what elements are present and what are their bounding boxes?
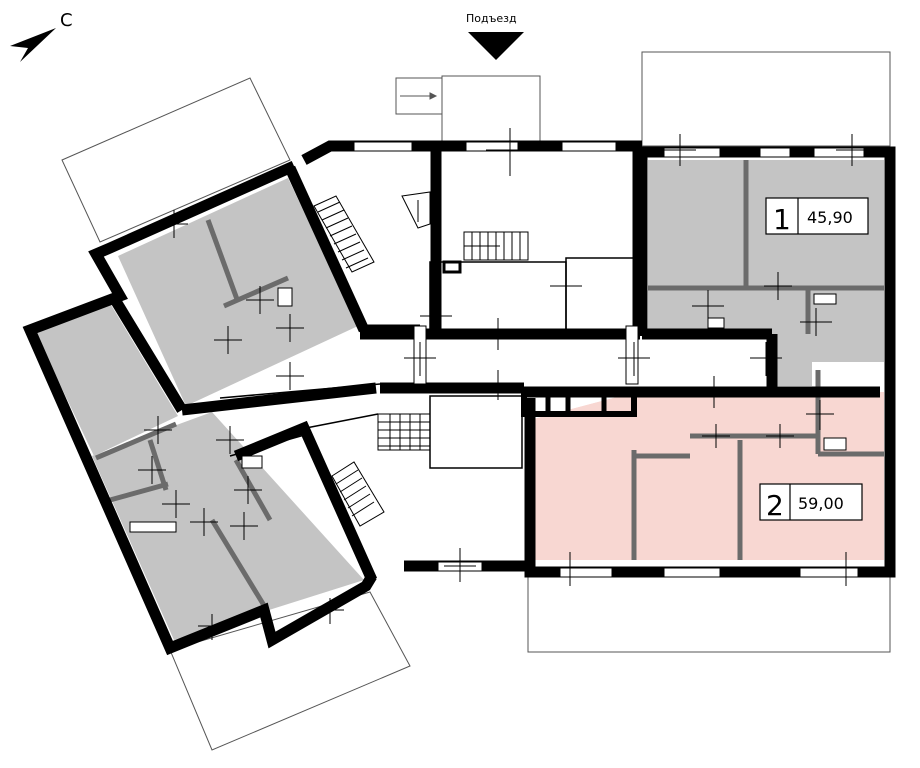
apartments-grey [36,160,884,640]
stair-lower [331,461,385,527]
compass-letter: С [60,10,73,31]
stair-core-upper [463,231,529,261]
stair-upper [313,195,375,273]
window [663,567,721,578]
window [625,325,639,385]
window [559,567,613,578]
apartment-1-label[interactable]: 1 45,90 [765,197,869,236]
entrance-label: Подъезд [466,12,517,25]
apartment-2-label[interactable]: 2 59,00 [759,483,863,522]
entrance-ramp [395,77,443,115]
apartment-2-area: 59,00 [798,494,844,513]
stair-core-lower [377,413,431,451]
apartment-1-area: 45,90 [807,208,853,227]
stair-top-landing [401,191,431,229]
window [561,141,617,152]
apartment-2-zone [530,392,884,560]
north-arrow-icon [10,28,56,62]
wing-upper-apartment [118,178,358,406]
balcony-bottom-right [527,575,891,653]
apartment-2-number: 2 [766,489,784,522]
compass: С [10,10,73,62]
entrance-triangle-icon [468,32,524,60]
wing-mid-apartment [36,300,178,456]
balcony-top-right [641,51,891,147]
window [465,141,519,152]
entrance-porch [441,75,541,143]
stairs [313,191,529,527]
balcony-bottom-left [169,591,411,751]
apartment-1-number: 1 [773,203,791,236]
window [813,147,865,158]
walls [22,140,896,656]
balcony-top-left [61,77,291,243]
partitions [95,160,884,614]
entrance-marker: Подъезд [466,12,524,60]
window [759,147,791,158]
window [663,147,721,158]
window [353,141,413,152]
window [799,567,859,578]
door-markers [138,128,868,640]
